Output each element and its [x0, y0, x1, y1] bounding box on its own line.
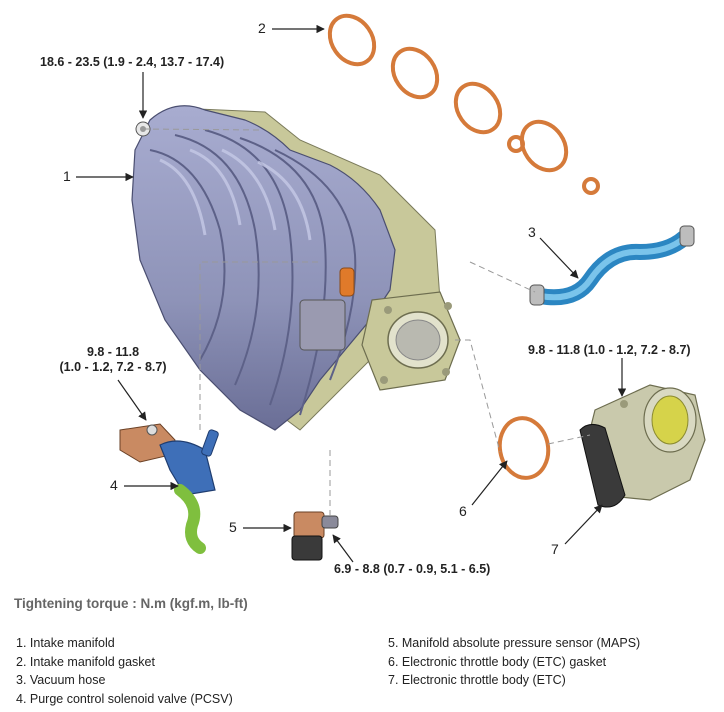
callout-6: 6: [459, 503, 467, 519]
torque-pcsv-line1: 9.8 - 11.8: [86, 345, 140, 359]
manifold-absolute-pressure-sensor: [291, 511, 339, 561]
legend-item: 5. Manifold absolute pressure sensor (MA…: [388, 636, 641, 650]
torque-pcsv-line2: (1.0 - 1.2, 7.2 - 8.7): [59, 360, 167, 374]
torque-maps: 6.9 - 8.8 (0.7 - 0.9, 5.1 - 6.5): [334, 562, 491, 576]
callout-1: 1: [63, 168, 71, 184]
legend-item: 4. Purge control solenoid valve (PCSV): [16, 691, 233, 706]
callout-3: 3: [528, 224, 536, 240]
dashed-leaders: [142, 128, 591, 520]
callout-2: 2: [258, 20, 266, 36]
throttle-body-gasket: [497, 416, 551, 480]
diagram-stage: 1 2 3 4 5 6 7 18.6 - 23.5 (1.9 - 2.4, 13…: [40, 13, 706, 576]
legend-item: 1. Intake manifold: [16, 636, 115, 650]
callout-4: 4: [110, 477, 118, 493]
legend-item: 7. Electronic throttle body (ETC): [388, 673, 566, 687]
legend-item: 2. Intake manifold gasket: [16, 654, 155, 669]
exploded-view-diagram: [76, 13, 706, 563]
intake-manifold-gaskets: [327, 13, 600, 195]
callout-arrows: [76, 24, 627, 563]
legend-left: 1. Intake manifold 2. Intake manifold ga…: [16, 634, 233, 708]
torque-pcsv: 9.8 - 11.8 (1.0 - 1.2, 7.2 - 8.7): [48, 345, 178, 375]
vacuum-hose: [529, 225, 695, 306]
legend-item: 6. Electronic throttle body (ETC) gasket: [388, 654, 607, 669]
legend-item: 3. Vacuum hose: [16, 673, 106, 687]
tightening-torque-title: Tightening torque : N.m (kgf.m, lb-ft): [14, 596, 248, 611]
legend-right: 5. Manifold absolute pressure sensor (MA…: [388, 634, 640, 690]
callout-7: 7: [551, 541, 559, 557]
intake-manifold: [131, 105, 461, 431]
callout-5: 5: [229, 519, 237, 535]
torque-manifold-bolt: 18.6 - 23.5 (1.9 - 2.4, 13.7 - 17.4): [40, 55, 225, 69]
electronic-throttle-body: [579, 384, 706, 508]
torque-etc: 9.8 - 11.8 (1.0 - 1.2, 7.2 - 8.7): [528, 343, 691, 357]
purge-control-solenoid-valve: [119, 423, 219, 554]
